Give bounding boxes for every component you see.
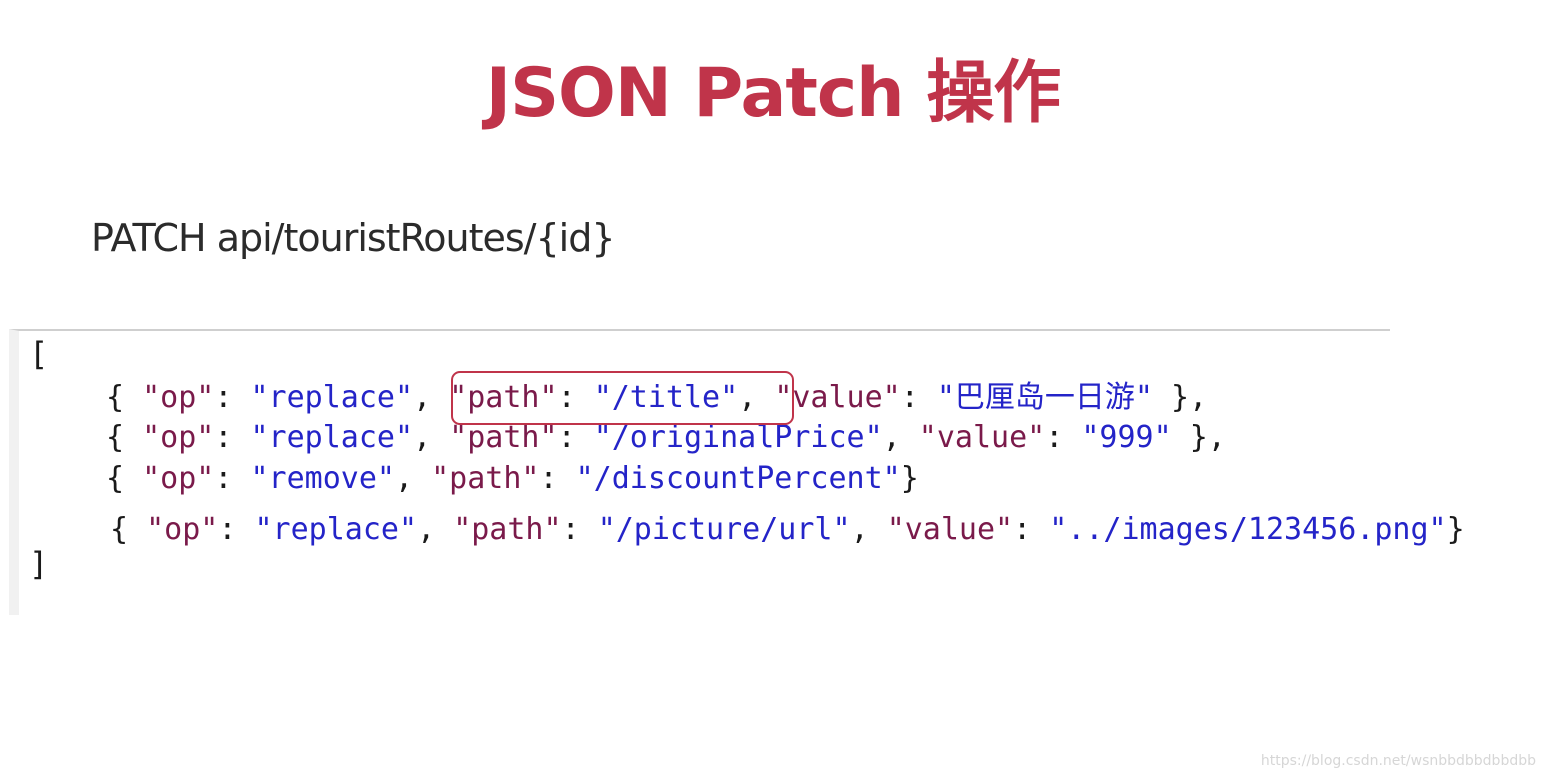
value-key: "value" bbox=[886, 512, 1014, 547]
line-end: }, bbox=[1171, 420, 1226, 455]
highlight-box bbox=[451, 371, 794, 425]
line-end: } bbox=[1446, 512, 1465, 547]
op-value: "replace" bbox=[254, 512, 418, 547]
path-value: "/discountPercent" bbox=[575, 461, 901, 496]
slide-title: JSON Patch 操作 bbox=[485, 54, 1061, 133]
line-end: }, bbox=[1153, 380, 1208, 415]
op-key: "op" bbox=[142, 420, 215, 455]
path-value: "/picture/url" bbox=[597, 512, 851, 547]
op-key: "op" bbox=[146, 512, 219, 547]
code-panel bbox=[9, 329, 1390, 615]
code-line-1: { "op": "replace", "path": "/title", "va… bbox=[106, 380, 1208, 415]
value-key: "value" bbox=[774, 380, 901, 415]
code-line-2: { "op": "replace", "path": "/originalPri… bbox=[106, 420, 1226, 455]
line-end: } bbox=[900, 461, 919, 496]
path-key: "path" bbox=[449, 380, 558, 415]
op-key: "op" bbox=[142, 380, 215, 415]
watermark: https://blog.csdn.net/wsnbbdbbdbbdbb bbox=[1260, 753, 1536, 769]
value-value: "巴厘岛一日游" bbox=[936, 380, 1153, 415]
op-value: "replace" bbox=[250, 420, 414, 455]
path-value: "/title" bbox=[593, 380, 739, 415]
op-key: "op" bbox=[142, 461, 215, 496]
op-value: "replace" bbox=[250, 380, 414, 415]
value-value: "999" bbox=[1081, 420, 1172, 455]
close-bracket: ] bbox=[29, 545, 49, 583]
code-line-4: { "op": "replace", "path": "/picture/url… bbox=[110, 512, 1465, 547]
path-key: "path" bbox=[453, 512, 562, 547]
endpoint-label: PATCH api/touristRoutes/{id} bbox=[91, 216, 616, 260]
value-key: "value" bbox=[918, 420, 1046, 455]
op-value: "remove" bbox=[250, 461, 396, 496]
code-line-3: { "op": "remove", "path": "/discountPerc… bbox=[106, 461, 919, 496]
open-bracket: [ bbox=[29, 335, 49, 373]
path-key: "path" bbox=[449, 420, 558, 455]
path-key: "path" bbox=[431, 461, 540, 496]
path-value: "/originalPrice" bbox=[593, 420, 883, 455]
value-value: "../images/123456.png" bbox=[1049, 512, 1447, 547]
